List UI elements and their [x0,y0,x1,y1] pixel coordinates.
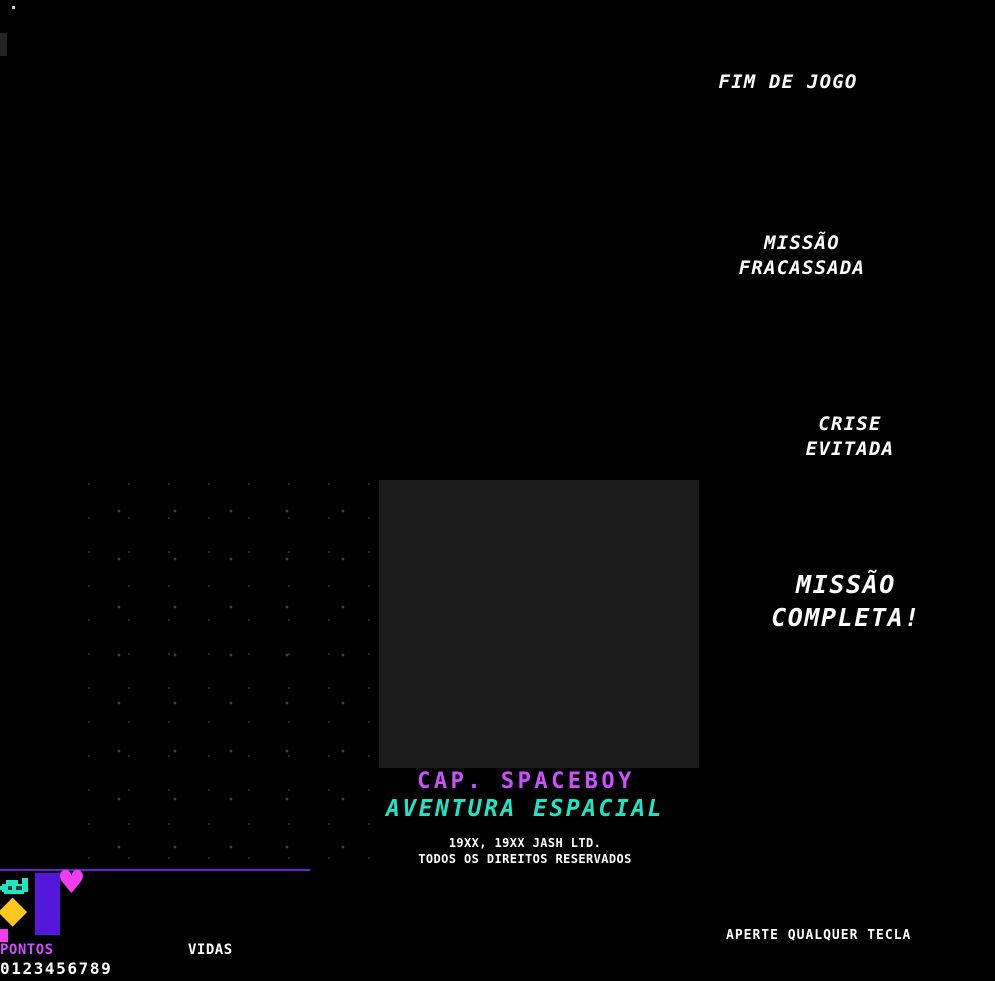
score-digits: 0123456789 [0,959,113,978]
crisis-averted-line2: EVITADA [805,437,895,460]
diamond-icon: ◆ [0,887,28,931]
spaceship-sprite [0,878,28,894]
projectile-sprite [0,929,8,942]
press-any-key-prompt: APERTE QUALQUER TECLA [726,928,912,943]
mission-complete-line2: COMPLETA! [771,602,921,632]
points-label: PONTOS [0,942,54,958]
game-title: CAP. SPACEBOY [417,769,635,794]
purple-bar-sprite [35,873,60,935]
copyright-line2: TODOS OS DIREITOS RESERVADOS [418,852,632,866]
lives-label: VIDAS [188,942,233,958]
ground-line [0,869,310,871]
starfield [85,483,377,868]
game-over-text: FIM DE JOGO [718,71,858,93]
gray-edge-fragment [0,33,7,56]
stray-star-pixel [12,6,15,9]
preview-panel [379,480,699,768]
game-subtitle: AVENTURA ESPACIAL [386,796,664,822]
mission-complete-line1: MISSÃO [796,570,896,599]
mission-complete-text: MISSÃO COMPLETA! [736,569,956,634]
heart-icon: ♥ [57,863,86,901]
mission-failed-line2: FRACASSADA [738,256,866,279]
crisis-averted-text: CRISE EVITADA [770,412,930,461]
crisis-averted-line1: CRISE [818,413,882,435]
mission-failed-text: MISSÃO FRACASSADA [712,231,892,280]
copyright-line1: 19XX, 19XX JASH LTD. [448,836,602,850]
mission-failed-line1: MISSÃO [764,232,840,254]
